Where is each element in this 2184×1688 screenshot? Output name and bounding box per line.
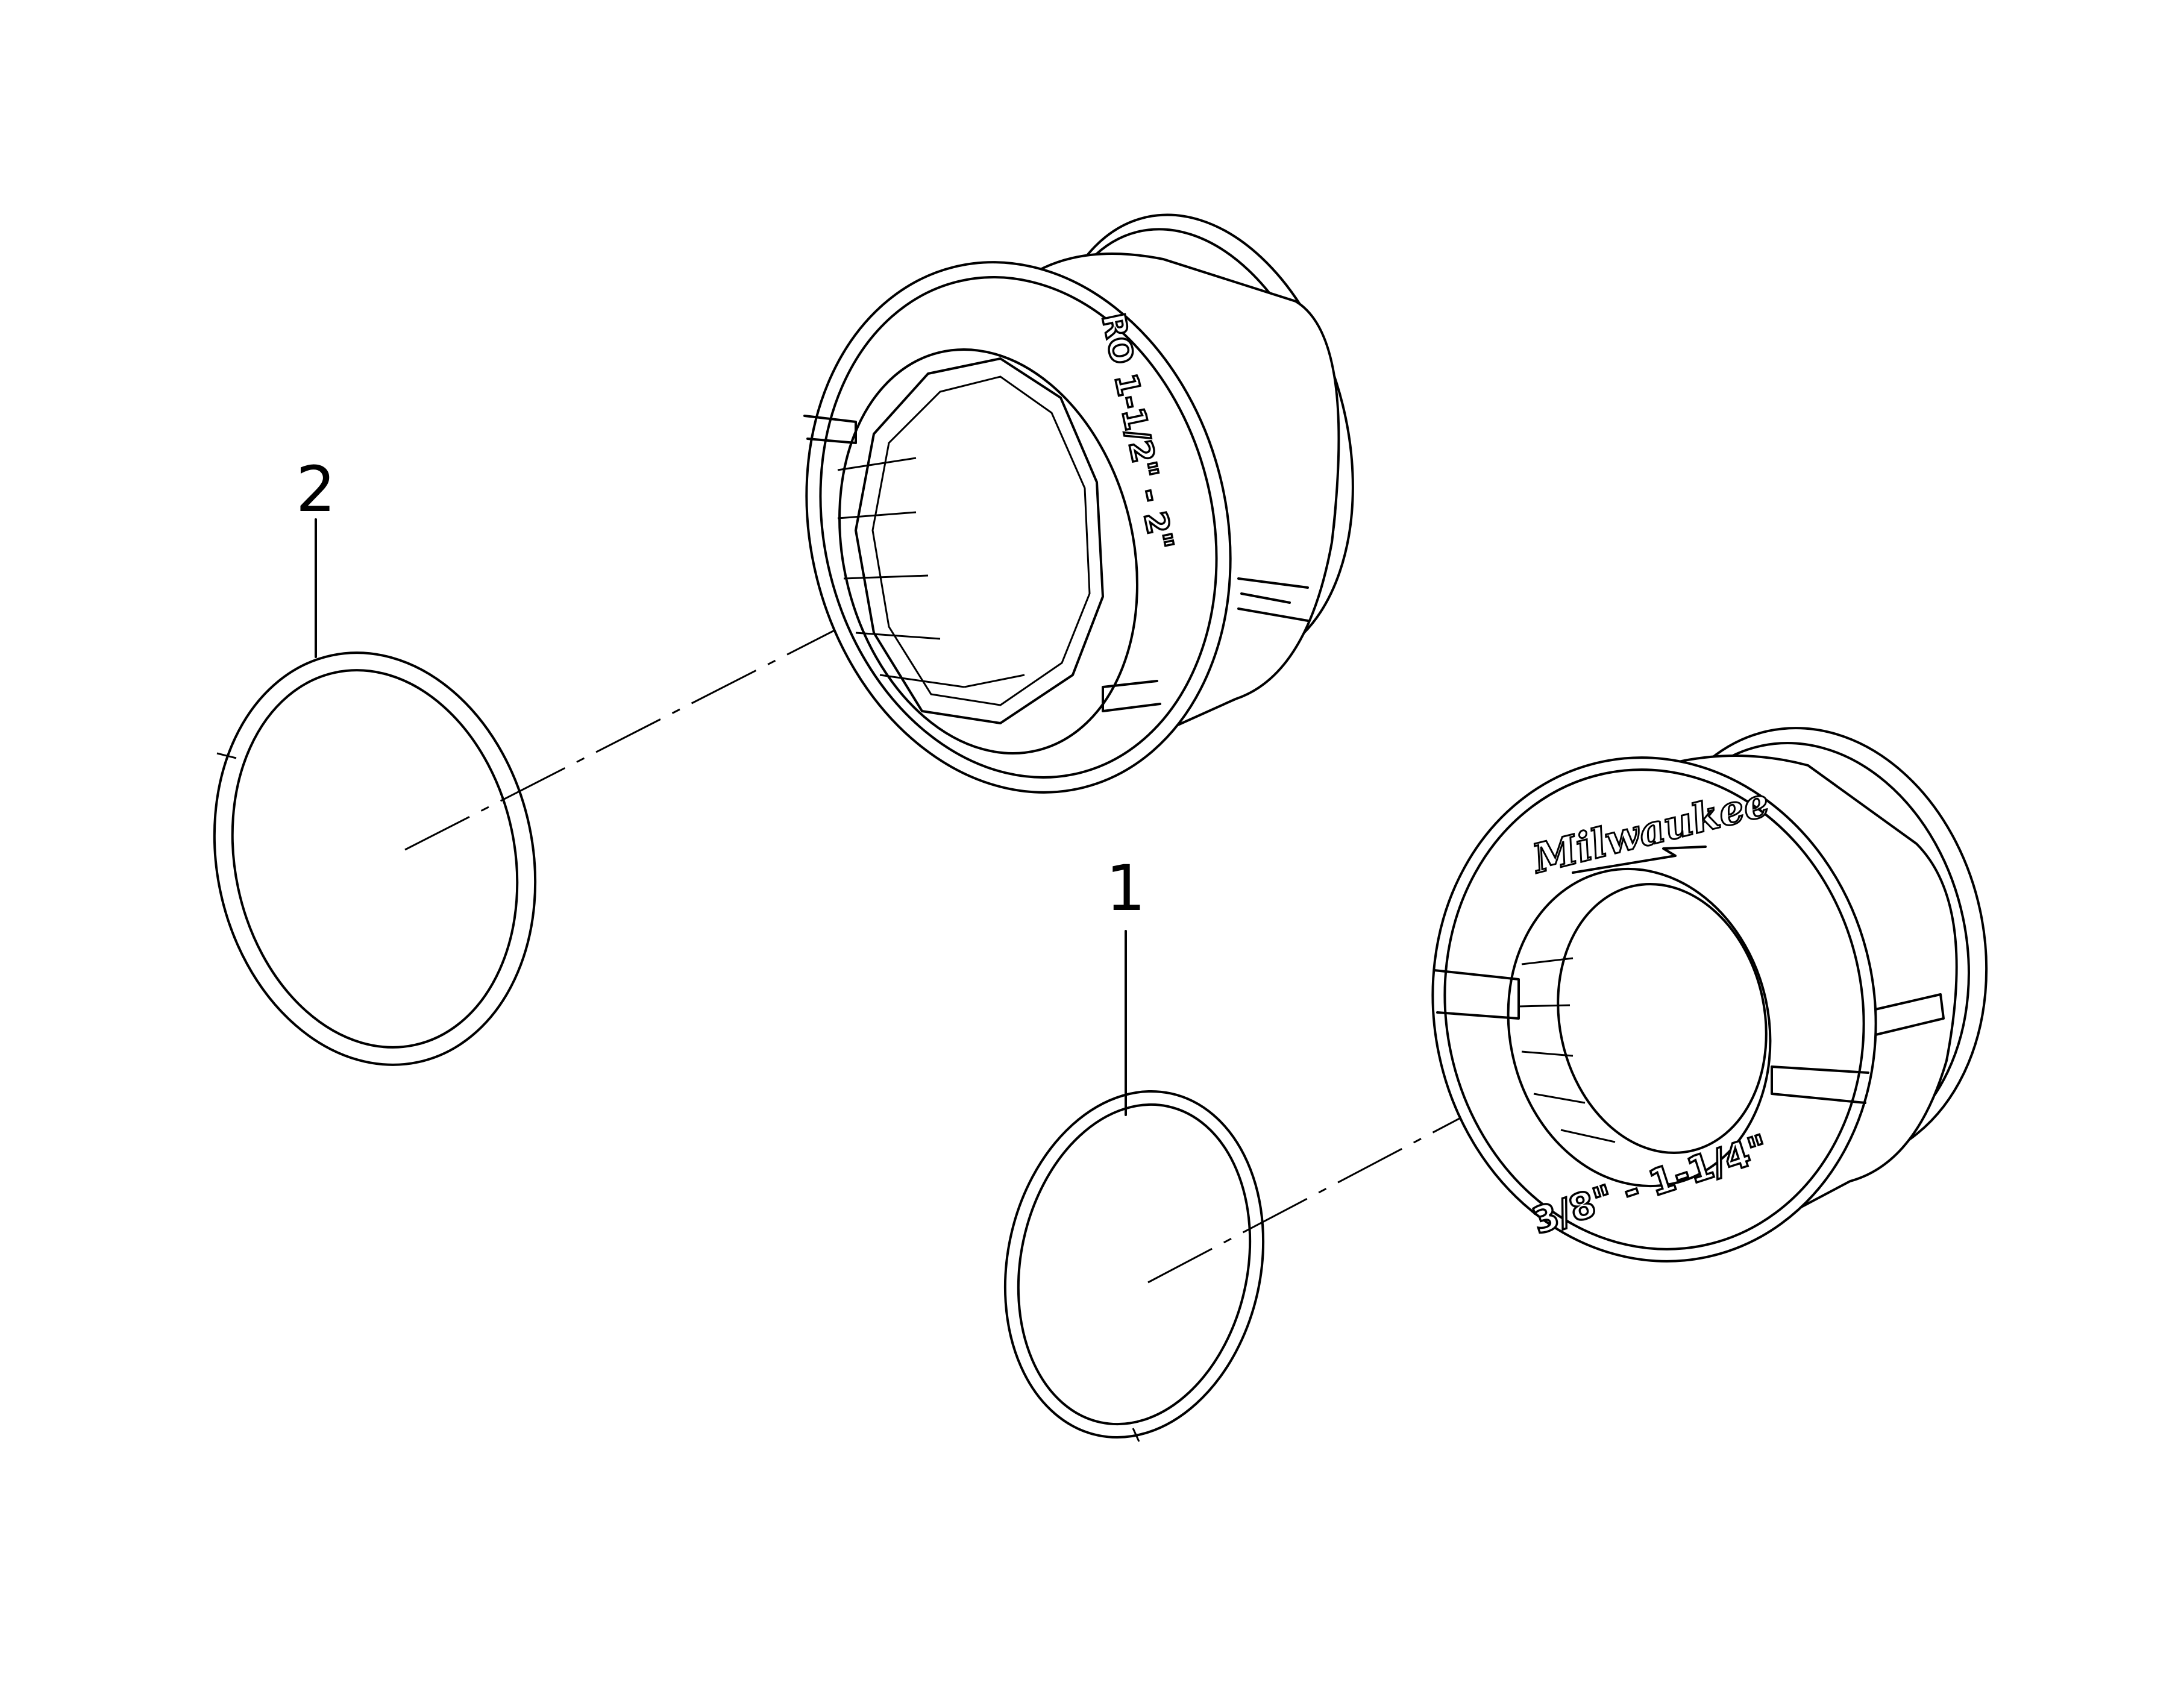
o-ring-large <box>213 651 537 1066</box>
callout-1-label: 1 <box>1106 852 1146 925</box>
large-insert: RO 1-1/2" - 2" <box>803 213 1354 794</box>
callout-2: 2 <box>296 453 336 658</box>
callout-1: 1 <box>1106 852 1146 1116</box>
callout-2-label: 2 <box>296 453 336 526</box>
small-insert: Milwaukee 3/8" - 1-1/4" <box>1431 727 1988 1263</box>
lightning-bolt-icon <box>1572 846 1707 874</box>
o-ring-small <box>1003 1090 1265 1442</box>
